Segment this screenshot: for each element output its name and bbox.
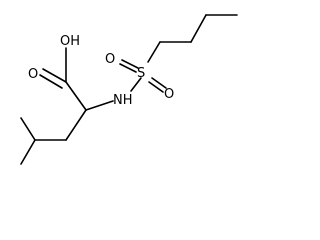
bond-alpha-c-ch2	[65, 109, 87, 141]
bond-layer	[20, 14, 238, 165]
atom-label-layer: OH O NH S O O	[28, 34, 174, 108]
bond-butyl-c2-c3	[190, 14, 207, 43]
bond-ch-upper-methyl	[20, 117, 36, 141]
sulfonyl-oxygen-upper-label: O	[105, 52, 115, 67]
bond-carboxyl-c-alpha-c	[65, 81, 87, 111]
amine-label: NH	[113, 93, 133, 108]
bond-s-o-upper	[121, 59, 139, 69]
sulfur-label: S	[137, 66, 145, 81]
bond-alpha-c-nh	[85, 100, 114, 111]
bond-s-o-lower	[151, 77, 167, 89]
hydroxyl-label: OH	[60, 34, 80, 49]
bond-nh-s	[130, 77, 142, 92]
sulfonyl-oxygen-lower-label: O	[164, 87, 174, 102]
bond-ch-lower-methyl	[20, 139, 36, 165]
bond-carboxyl-c-o-double-2	[39, 74, 63, 89]
bond-s-o-upper-second	[119, 63, 137, 73]
bond-s-o-lower-second	[148, 81, 164, 93]
carbonyl-oxygen-label: O	[28, 67, 38, 82]
bond-s-butyl-c1	[147, 41, 161, 63]
chemical-structure: OH O NH S O O	[20, 14, 238, 165]
bond-carboxyl-c-o-double-1	[42, 68, 67, 83]
